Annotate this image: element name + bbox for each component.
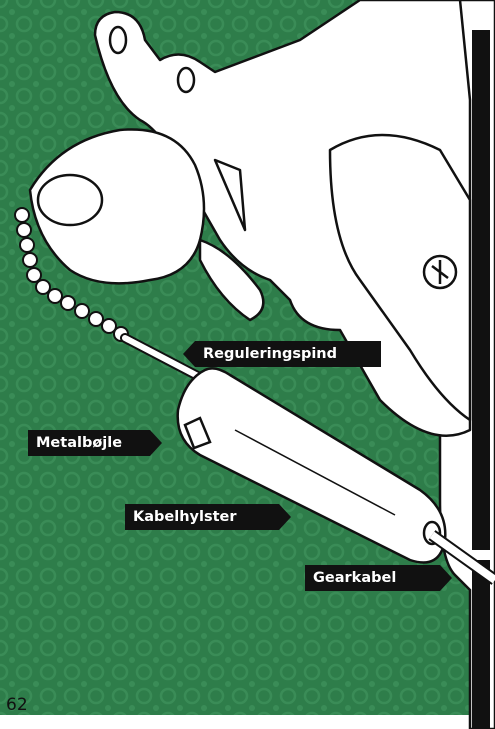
label-text: Metalbøjle: [28, 435, 130, 451]
label-text: Gearkabel: [305, 570, 404, 586]
label-gear-cable: Gearkabel: [305, 565, 440, 591]
page-number: 62: [6, 695, 28, 715]
label-metal-clip: Metalbøjle: [28, 430, 150, 456]
label-cable-housing: Kabelhylster: [125, 504, 279, 530]
label-adjusting-pin: Reguleringspind: [195, 341, 381, 367]
label-text: Reguleringspind: [195, 346, 345, 362]
label-text: Kabelhylster: [125, 509, 245, 525]
